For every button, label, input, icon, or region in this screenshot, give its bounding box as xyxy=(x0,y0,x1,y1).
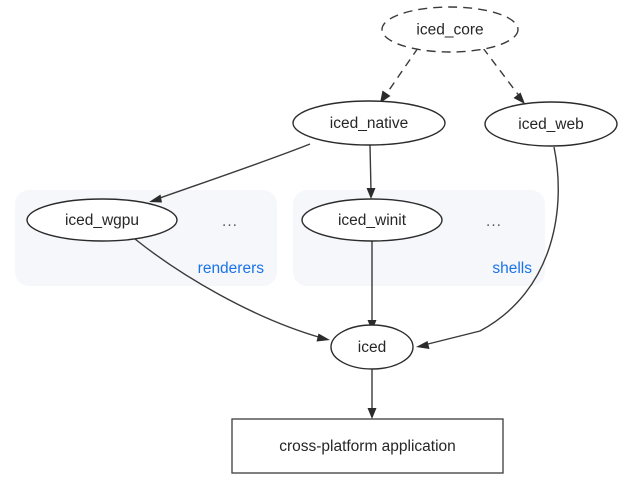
arrowhead-iced-web-to-iced xyxy=(416,341,430,349)
arrowhead-iced-core-to-iced-native xyxy=(380,90,391,103)
node-iced-winit[interactable]: iced_winit xyxy=(301,198,443,242)
node-iced-web-ellipse xyxy=(484,101,618,147)
cluster-shells-ellipsis: ... xyxy=(486,213,502,230)
edge-iced-native-to-iced-winit xyxy=(369,144,372,192)
node-iced-native-ellipse xyxy=(292,100,446,146)
cluster-renderers-ellipsis: ... xyxy=(222,213,238,230)
node-application-label: cross-platform application xyxy=(279,438,456,455)
arrowhead-iced-wgpu-to-iced xyxy=(316,333,330,342)
node-iced-core-label: iced_core xyxy=(416,22,483,39)
edge-iced-native-to-iced-wgpu xyxy=(156,143,311,200)
node-application[interactable]: cross-platform application xyxy=(231,418,504,474)
arrowhead-iced-native-to-iced-winit xyxy=(366,188,376,199)
node-iced-core-ellipse xyxy=(381,6,519,53)
edge-iced-core-to-iced-native xyxy=(384,47,419,97)
edge-iced-core-to-iced-web xyxy=(482,47,521,98)
node-iced-native[interactable]: iced_native xyxy=(292,100,446,146)
node-iced-web[interactable]: iced_web xyxy=(484,101,618,147)
node-iced-wgpu-ellipse xyxy=(26,198,178,242)
node-iced-winit-ellipse xyxy=(301,198,443,242)
cluster-shells-label: shells xyxy=(492,260,532,277)
node-iced-wgpu[interactable]: iced_wgpu xyxy=(26,198,178,242)
arrowhead-iced-to-application xyxy=(367,408,377,419)
node-iced-web-label: iced_web xyxy=(518,116,584,133)
node-iced-winit-label: iced_winit xyxy=(338,212,407,229)
node-iced[interactable]: iced xyxy=(330,324,414,370)
node-application-box xyxy=(231,418,504,474)
node-iced-wgpu-label: iced_wgpu xyxy=(65,212,139,229)
edge-iced-web-to-iced xyxy=(423,146,559,346)
arrowhead-iced-native-to-iced-wgpu xyxy=(149,194,162,203)
node-iced-core[interactable]: iced_core xyxy=(381,6,519,53)
cluster-renderers-label: renderers xyxy=(198,260,265,277)
node-iced-label: iced xyxy=(358,339,386,356)
arrowhead-iced-core-to-iced-web xyxy=(513,92,525,104)
node-iced-ellipse xyxy=(330,324,414,370)
node-iced-native-label: iced_native xyxy=(330,115,408,132)
edge-iced-wgpu-to-iced xyxy=(134,238,323,339)
